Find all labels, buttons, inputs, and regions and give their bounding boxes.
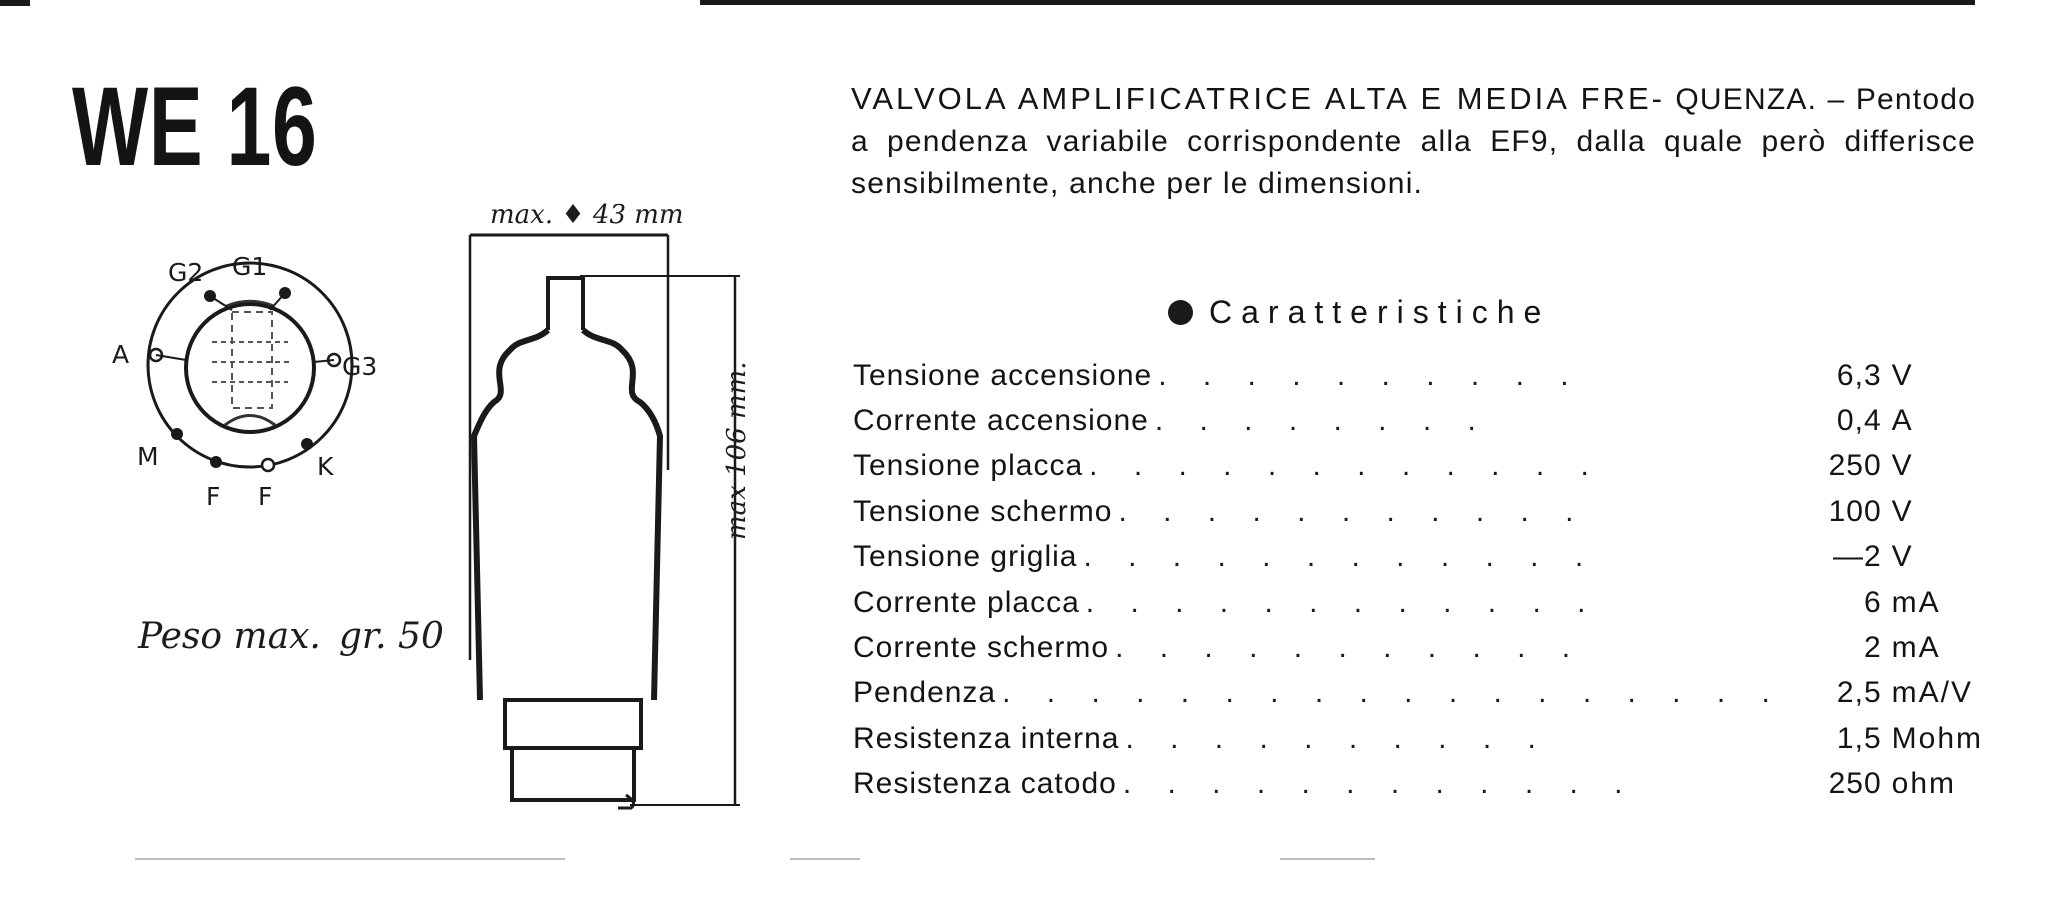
- leader-dots: . . . . . . . . . .: [1125, 721, 1550, 755]
- base-inner-circle: [184, 302, 316, 434]
- leader-dots: . . . . . . . . . . . .: [1122, 767, 1637, 801]
- spec-unit: V: [1891, 449, 1914, 483]
- table-row: Tensione schermo. . . . . . . . . . . 10…: [853, 489, 1983, 534]
- pin-label-m: M: [137, 442, 159, 471]
- bullet-icon: [1168, 300, 1193, 325]
- leader-dots: . . . . . . . . . . . .: [1089, 449, 1603, 483]
- tube-outline-drawing: [468, 233, 740, 810]
- pin-label-k: K: [317, 452, 334, 481]
- leader-dots: . . . . . . . . . . .: [1115, 631, 1585, 665]
- spec-value: 2: [1863, 631, 1882, 665]
- spec-unit: mA/V: [1891, 676, 1973, 710]
- spec-value: 6: [1863, 585, 1882, 619]
- leader-dots: . . . . . . . . . . . . . . . . . .: [1002, 676, 1784, 710]
- table-row: Resistenza catodo. . . . . . . . . . . .…: [853, 762, 1983, 807]
- spec-unit: mA: [1891, 631, 1941, 665]
- spec-value: 6,3: [1836, 358, 1882, 392]
- characteristics-title: Caratteristiche: [1168, 294, 1550, 331]
- pin-label-a: A: [112, 340, 130, 369]
- bottom-smudge: [1280, 858, 1375, 860]
- spec-label: Corrente placca: [853, 585, 1086, 619]
- spec-label: Tensione placca: [853, 449, 1090, 483]
- spec-label: Corrente schermo: [853, 631, 1116, 665]
- base-pin-diagram: [146, 261, 354, 473]
- diameter-label: max. ♦ 43 mm: [490, 200, 684, 230]
- pin-label-f: F: [258, 482, 273, 511]
- top-rule-left: [0, 0, 30, 6]
- height-label: max 106 mm.: [722, 361, 752, 540]
- table-row: Corrente placca. . . . . . . . . . . . 6…: [853, 580, 1983, 625]
- tube-base-upper: [503, 698, 643, 750]
- spec-value: 250: [1828, 449, 1882, 483]
- leader-dots: . . . . . . . . . . . .: [1085, 585, 1600, 619]
- description-paragraph: VALVOLA AMPLIFICATRICE ALTA E MEDIA FRE-…: [851, 78, 1976, 205]
- pin-label-g1: G1: [232, 252, 268, 281]
- spec-label: Corrente accensione: [853, 404, 1155, 438]
- tube-top-cap: [546, 276, 585, 330]
- spec-unit: V: [1891, 540, 1914, 574]
- tube-envelope-left: [470, 327, 551, 701]
- electrode-sketch: [212, 341, 290, 383]
- pin-label-g3: G3: [342, 352, 378, 381]
- pin-lead: [155, 354, 187, 361]
- spec-label: Tensione accensione: [853, 358, 1159, 392]
- table-row: Pendenza. . . . . . . . . . . . . . . . …: [853, 671, 1983, 716]
- table-row: Resistenza interna. . . . . . . . . . 1,…: [853, 716, 1983, 761]
- table-row: Tensione accensione. . . . . . . . . . 6…: [853, 353, 1983, 398]
- spec-value: 0,4: [1836, 404, 1882, 438]
- spec-unit: Mohm: [1891, 721, 1983, 755]
- spec-unit: V: [1891, 358, 1914, 392]
- spec-label: Pendenza: [853, 676, 1003, 710]
- pin-label-f: F: [206, 482, 221, 511]
- electrode-sketch: [225, 299, 275, 308]
- spec-label: Resistenza interna: [853, 721, 1126, 755]
- leader-dots: . . . . . . . . . . .: [1118, 494, 1588, 528]
- leader-dots: . . . . . . . .: [1154, 404, 1490, 438]
- table-row: Tensione placca. . . . . . . . . . . . 2…: [853, 444, 1983, 489]
- tube-envelope-right: [580, 327, 664, 701]
- bottom-smudge: [135, 858, 565, 860]
- tube-base-lower: [510, 746, 636, 802]
- spec-label: Tensione griglia: [853, 540, 1084, 574]
- pin-lead: [269, 292, 286, 311]
- characteristics-table: Tensione accensione. . . . . . . . . . 6…: [853, 353, 1983, 807]
- leader-dots: . . . . . . . . . . . .: [1083, 540, 1598, 574]
- pin-f: [210, 456, 222, 468]
- pin-k: [301, 438, 313, 450]
- weight-label: Peso max. gr. 50: [138, 616, 444, 657]
- table-row: Tensione griglia. . . . . . . . . . . . …: [853, 535, 1983, 580]
- spec-label: Resistenza catodo: [853, 767, 1123, 801]
- spec-value: 100: [1828, 494, 1882, 528]
- spec-value: —2: [1832, 540, 1882, 574]
- pin-m: [171, 428, 183, 440]
- pin-lead: [209, 295, 233, 311]
- tube-base-key: [618, 793, 636, 810]
- bottom-smudge: [790, 858, 860, 860]
- spec-value: 250: [1828, 767, 1882, 801]
- spec-label: Tensione schermo: [853, 494, 1119, 528]
- description-text: QUENZA. – Pentodo a pendenza variabile c…: [851, 83, 1976, 200]
- pin-lead: [313, 359, 335, 363]
- characteristics-title-text: Caratteristiche: [1209, 294, 1551, 330]
- spec-unit: mA: [1891, 585, 1941, 619]
- spec-value: 2,5: [1836, 676, 1882, 710]
- pin-label-g2: G2: [168, 258, 204, 287]
- weight-value: gr. 50: [338, 616, 444, 657]
- spec-value: 1,5: [1836, 721, 1882, 755]
- pin-f: [260, 457, 276, 473]
- base-outer-circle: [146, 261, 354, 469]
- spec-unit: A: [1891, 404, 1914, 438]
- electrode-sketch: [231, 311, 273, 409]
- leader-dots: . . . . . . . . . .: [1158, 358, 1583, 392]
- model-title: WE 16: [72, 64, 318, 189]
- spec-unit: ohm: [1891, 767, 1956, 801]
- weight-caption: Peso max.: [138, 616, 321, 657]
- electrode-sketch: [224, 414, 276, 427]
- top-rule-right: [700, 0, 1975, 5]
- description-heading: VALVOLA AMPLIFICATRICE ALTA E MEDIA FRE-: [851, 81, 1665, 116]
- table-row: Corrente accensione. . . . . . . . 0,4 A: [853, 398, 1983, 443]
- table-row: Corrente schermo. . . . . . . . . . . 2 …: [853, 625, 1983, 670]
- spec-unit: V: [1891, 494, 1914, 528]
